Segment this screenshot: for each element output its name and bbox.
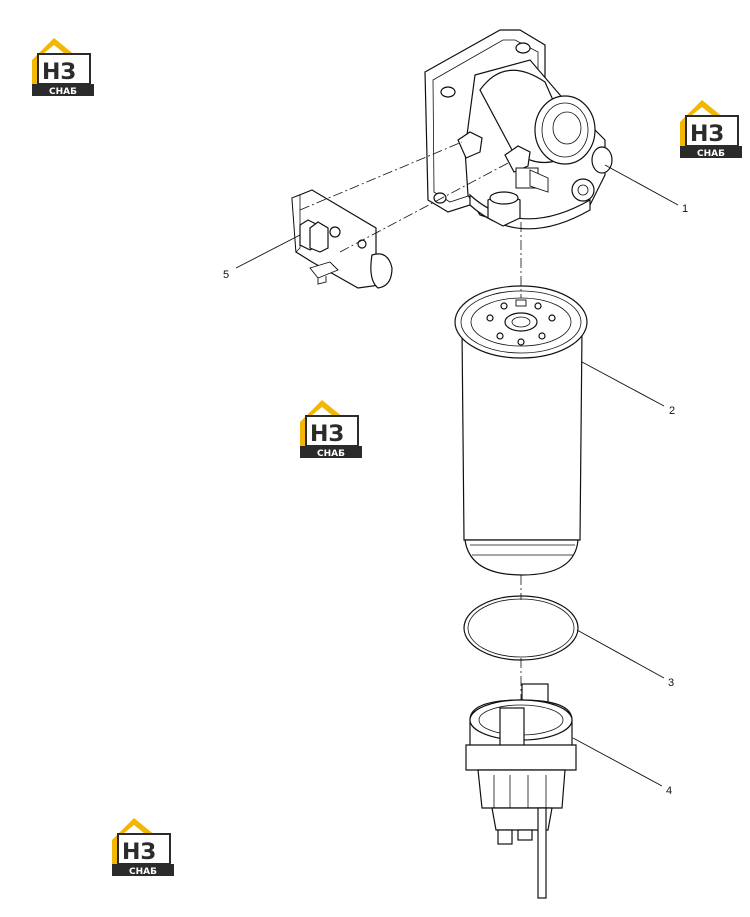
svg-text:СНАБ: СНАБ — [129, 867, 157, 877]
assembly-axis-lines — [299, 141, 522, 700]
svg-text:СНАБ: СНАБ — [317, 449, 345, 459]
watermark-logo: НЗ СНАБ — [679, 99, 743, 159]
o-ring-seal — [463, 595, 579, 661]
callout-4: 4 — [666, 785, 672, 797]
callout-1: 1 — [682, 203, 688, 215]
svg-text:СНАБ: СНАБ — [49, 87, 77, 97]
drain-sensor-assembly — [465, 683, 577, 899]
callout-3: 3 — [668, 677, 674, 689]
watermark-logo: НЗ СНАБ — [31, 37, 95, 97]
filter-cartridge — [454, 285, 588, 576]
svg-text:СНАБ: СНАБ — [697, 149, 725, 159]
leader-lines — [235, 164, 679, 787]
watermark-logo: НЗ СНАБ — [111, 817, 175, 877]
svg-text:НЗ: НЗ — [122, 840, 156, 865]
watermark-logo: НЗ СНАБ — [299, 399, 363, 459]
filter-head-assembly — [424, 29, 613, 230]
svg-text:НЗ: НЗ — [42, 60, 76, 85]
callout-2: 2 — [669, 405, 675, 417]
sensor-module — [291, 189, 393, 289]
svg-text:НЗ: НЗ — [310, 422, 344, 447]
svg-text:НЗ: НЗ — [690, 122, 724, 147]
callout-5: 5 — [223, 269, 229, 281]
